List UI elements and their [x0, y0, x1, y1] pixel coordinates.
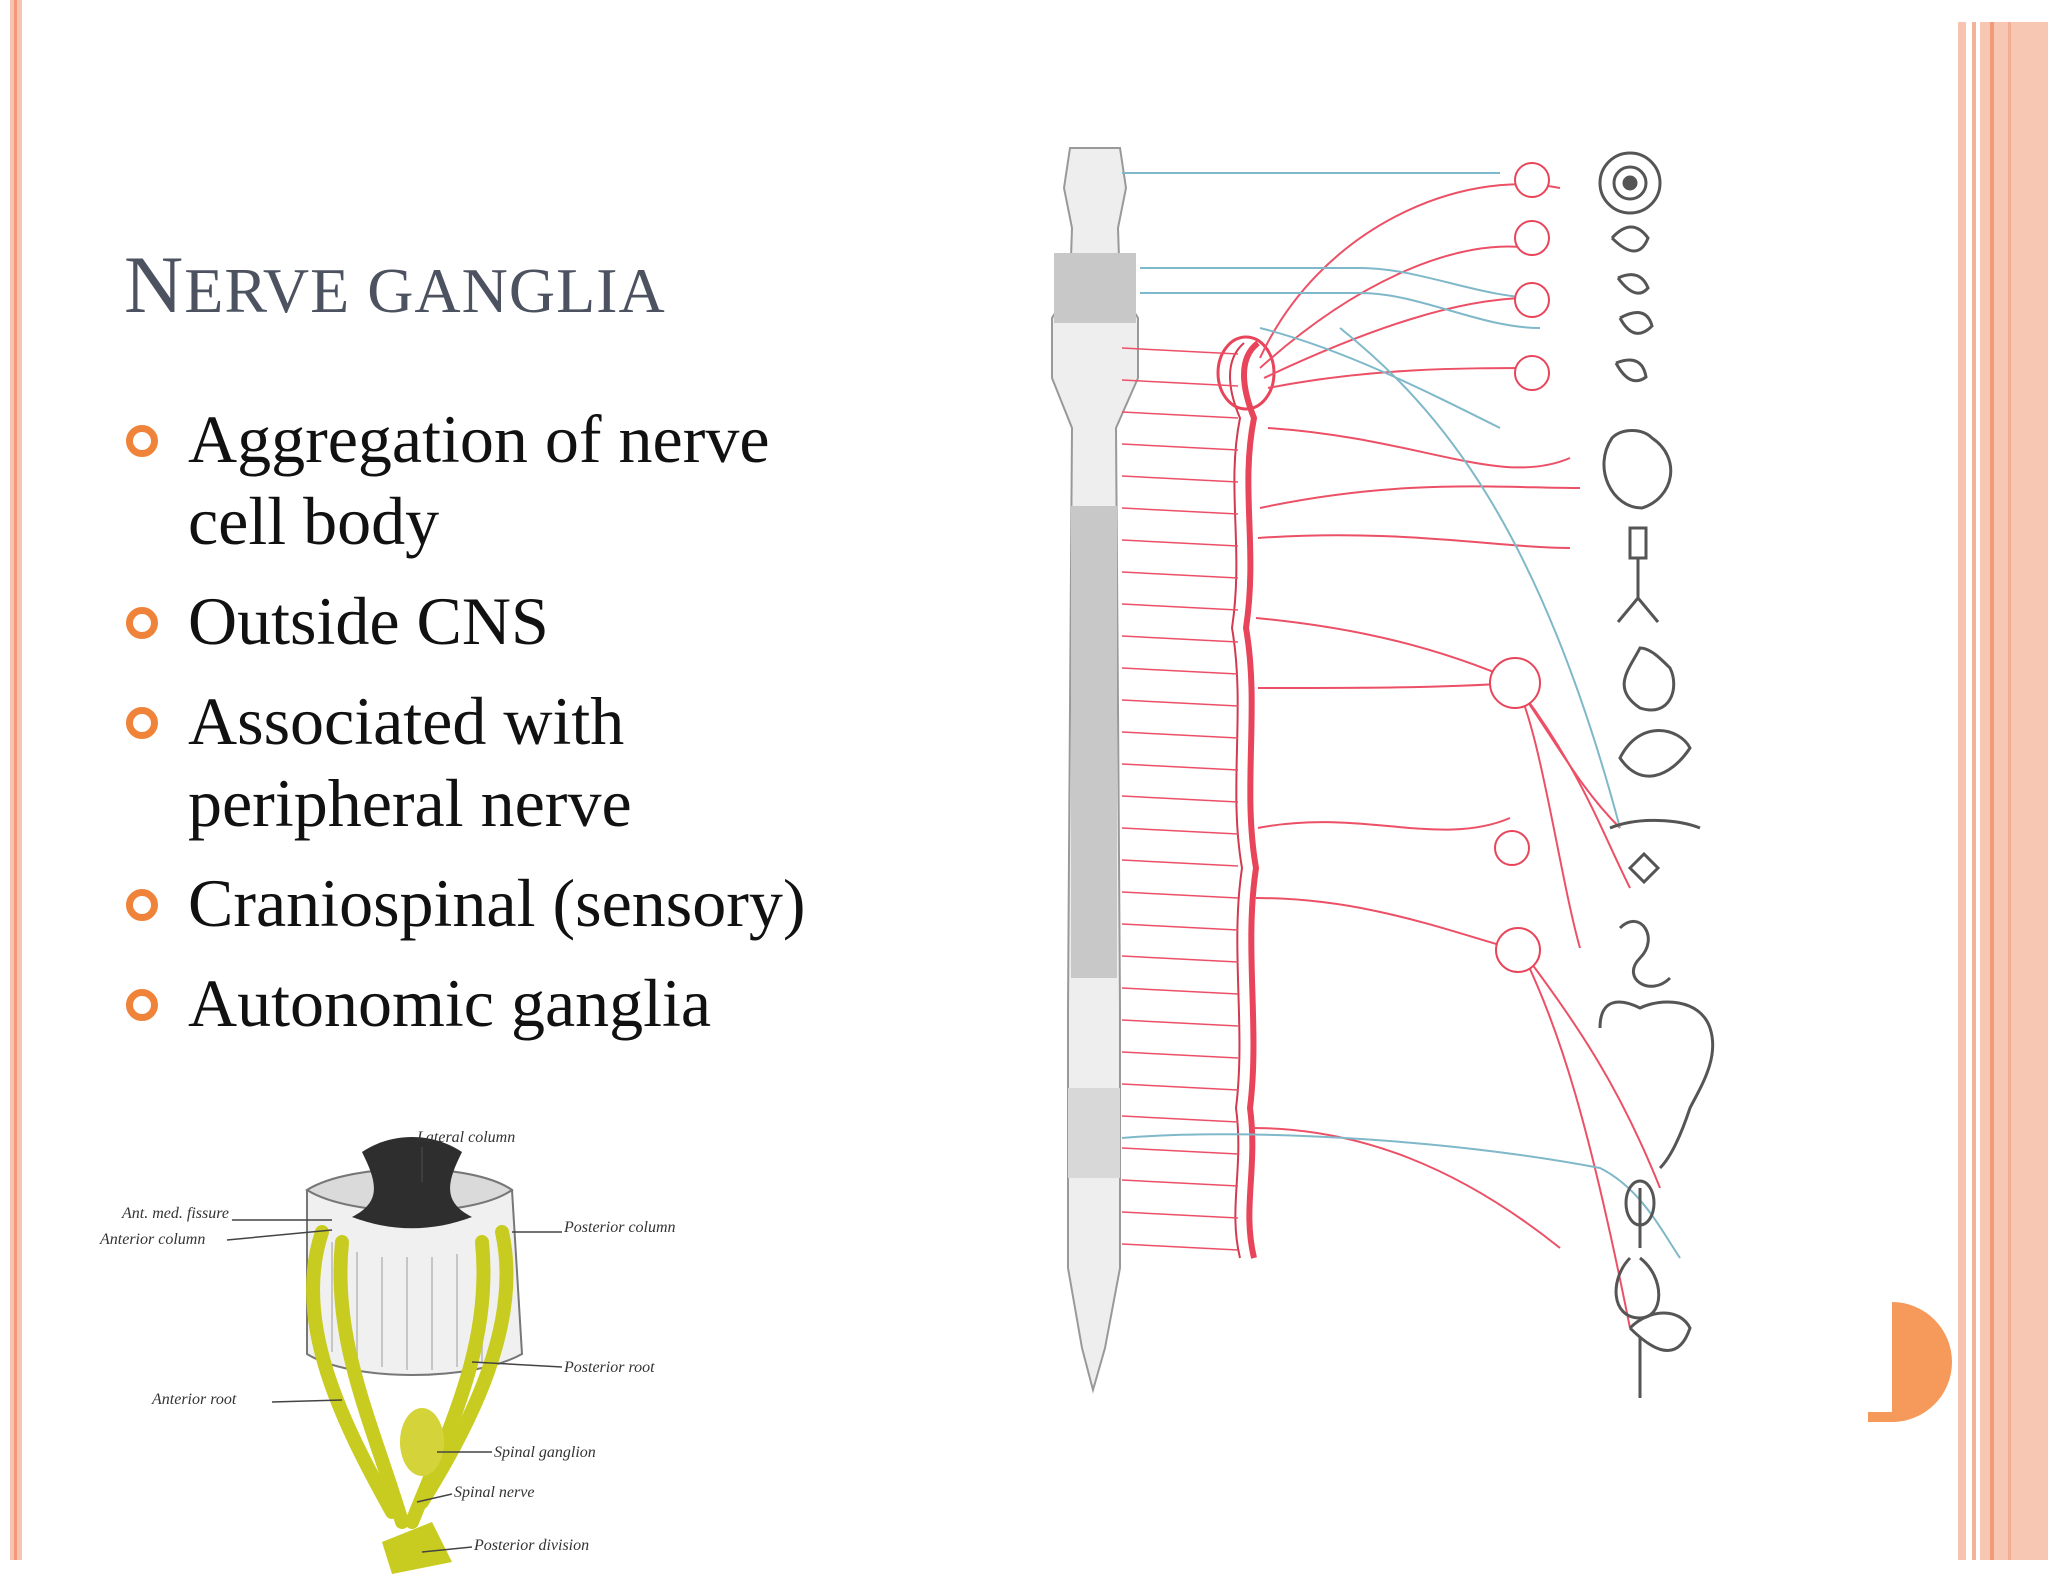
spinal-ramus-line: [1121, 571, 1239, 579]
spinal-ramus-line: [1121, 827, 1239, 835]
spinal-ramus-line: [1121, 763, 1239, 771]
bullet-line: cell body: [188, 483, 440, 559]
spinal-ramus-line: [1121, 411, 1239, 419]
spinal-ramus-line: [1121, 699, 1239, 707]
autonomic-nervous-system-figure: [1051, 147, 1715, 1398]
bullet-circle-icon: [126, 889, 158, 921]
spinal-ramus-line: [1121, 1179, 1239, 1187]
label-posterior-root: Posterior root: [563, 1359, 655, 1376]
spinal-ramus-line: [1121, 795, 1239, 803]
spinal-ramus-line: [1121, 1115, 1239, 1123]
spinal-ramus-line: [1121, 667, 1239, 675]
label-posterior-division: Posterior division: [473, 1537, 589, 1554]
spinal-ramus-line: [1121, 731, 1239, 739]
spinal-ramus-line: [1121, 891, 1239, 899]
spinal-ramus-line: [1121, 987, 1239, 995]
bullet-item: Craniospinal (sensory): [124, 862, 924, 944]
ganglia-circles: [1489, 162, 1550, 973]
bullet-line: Autonomic ganglia: [188, 965, 712, 1041]
bullet-circle-icon: [126, 989, 158, 1021]
bullet-line: Outside CNS: [188, 583, 549, 659]
spinal-ramus-line: [1121, 603, 1239, 611]
spinal-ramus-line: [1121, 1243, 1239, 1251]
bullet-line: peripheral nerve: [188, 765, 632, 841]
bullet-circle-icon: [126, 607, 158, 639]
title-first-letter: N: [124, 239, 185, 330]
bullet-circle-icon: [126, 425, 158, 457]
nerve-roots: [305, 1225, 514, 1529]
label-spinal-ganglion: Spinal ganglion: [494, 1444, 596, 1461]
spinal-ramus-line: [1121, 635, 1239, 643]
label-posterior-column: Posterior column: [563, 1219, 676, 1236]
spinal-cord-column: [1051, 147, 1139, 1394]
label-leaders: [226, 1147, 563, 1553]
left-border-decoration: [10, 0, 22, 1560]
label-spinal-nerve: Spinal nerve: [454, 1484, 534, 1501]
sympathetic-nerve-fibers: [1251, 183, 1661, 1329]
bullet-line: Associated with: [188, 683, 625, 759]
orange-half-circle-decoration: [1868, 1302, 1952, 1422]
spinal-ramus-line: [1121, 1019, 1239, 1027]
organs: [1598, 151, 1715, 1398]
bullet-item: Autonomic ganglia: [124, 962, 924, 1044]
spinal-ramus-line: [1121, 379, 1239, 387]
parasympathetic-nerve-fibers: [1121, 172, 1681, 1259]
spinal-cord-section-figure: Lateral column Ant. med. fissure Anterio…: [99, 1129, 676, 1574]
spinal-ramus-line: [1121, 955, 1239, 963]
bullet-line: Aggregation of nerve: [188, 401, 770, 477]
spinal-ramus-line: [1121, 507, 1239, 515]
title-rest: ERVE GANGLIA: [184, 255, 666, 326]
spinal-ramus-line: [1121, 1211, 1239, 1219]
spinal-rami: [1121, 347, 1239, 1251]
cord-labels: Lateral column Ant. med. fissure Anterio…: [99, 1129, 676, 1554]
label-lateral-column: Lateral column: [416, 1129, 515, 1146]
bullet-circle-icon: [126, 707, 158, 739]
bullet-item: Outside CNS: [124, 580, 924, 662]
spinal-ramus-line: [1121, 923, 1239, 931]
label-ant-med-fissure: Ant. med. fissure: [121, 1205, 229, 1222]
spinal-ramus-line: [1121, 859, 1239, 867]
sympathetic-chain: [1216, 335, 1276, 1259]
spinal-ramus-line: [1121, 1051, 1239, 1059]
spinal-ramus-line: [1121, 539, 1239, 547]
right-border-decoration: [1958, 22, 2048, 1560]
spinal-ramus-line: [1121, 475, 1239, 483]
spinal-ramus-line: [1121, 347, 1239, 355]
spinal-ganglion-shape: [382, 1408, 452, 1574]
label-anterior-column: Anterior column: [99, 1231, 205, 1248]
bullet-line: Craniospinal (sensory): [188, 865, 806, 941]
slide-title: NERVE GANGLIA: [124, 238, 666, 332]
spinal-ramus-line: [1121, 443, 1239, 451]
spinal-ramus-line: [1121, 1083, 1239, 1091]
spinal-ramus-line: [1121, 1147, 1239, 1155]
label-anterior-root: Anterior root: [151, 1391, 237, 1408]
